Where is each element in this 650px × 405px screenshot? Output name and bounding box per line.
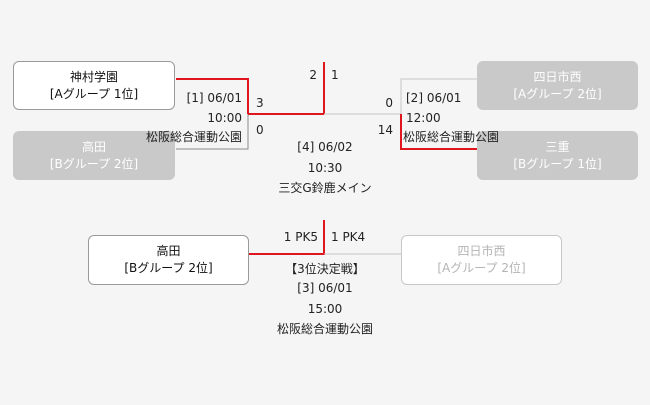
team-name: 神村学園 [69, 69, 118, 84]
team-box-top-right[interactable]: 四日市西 [Aグループ 2位] [477, 61, 638, 110]
team-name: 四日市西 [533, 69, 582, 84]
final-label: [4] 06/02 [297, 140, 353, 154]
semi1-venue: 松阪総合運動公園 [145, 130, 242, 144]
bracket-line-winner-semi2 [400, 114, 477, 150]
team-group: [Aグループ 2位] [513, 86, 602, 101]
team-box-top-left[interactable]: 神村学園 [Aグループ 1位] [13, 61, 175, 110]
bracket-line-semi2-upper [400, 78, 477, 114]
team-group: [Aグループ 2位] [437, 261, 526, 275]
team-name: 三重 [545, 139, 570, 154]
third-place-team-left[interactable]: 高田 [Bグループ 2位] [88, 235, 249, 285]
bracket-line-semi1-lower [176, 114, 249, 150]
third-place-label: [3] 06/01 [297, 281, 353, 295]
bracket-line-winner-semi1 [176, 78, 249, 114]
team-group: [Bグループ 2位] [49, 156, 139, 171]
team-group: [Aグループ 1位] [49, 86, 139, 101]
final-time: 10:30 [307, 161, 343, 175]
final-score-left: 2 [309, 68, 317, 82]
third-place-venue: 松阪総合運動公園 [276, 322, 373, 336]
team-name: 四日市西 [457, 244, 506, 258]
final-venue: 三交G鈴鹿メイン [278, 181, 372, 195]
third-place-score-left: 1 PK5 [283, 230, 318, 244]
semi2-time: 12:00 [406, 111, 441, 125]
team-group: [Bグループ 2位] [124, 261, 213, 275]
third-place-title: 【3位決定戦】 [285, 262, 365, 276]
third-place-team-right[interactable]: 四日市西 [Aグループ 2位] [401, 235, 562, 285]
team-name: 高田 [156, 244, 181, 258]
team-group: [Bグループ 1位] [513, 156, 602, 171]
third-place-time: 15:00 [307, 302, 343, 316]
semi1-time: 10:00 [207, 111, 242, 125]
team-name: 高田 [81, 139, 106, 154]
semi1-score-top: 3 [256, 96, 264, 110]
final-score-right: 1 [331, 68, 339, 82]
third-place-score-right: 1 PK4 [331, 230, 366, 244]
semi2-score-bottom: 14 [377, 123, 393, 137]
semi2-label: [2] 06/01 [406, 91, 462, 105]
semi2-score-top: 0 [385, 96, 393, 110]
semi1-score-bottom: 0 [256, 123, 264, 137]
team-box-bottom-right[interactable]: 三重 [Bグループ 1位] [477, 131, 638, 180]
semi1-label: [1] 06/01 [186, 91, 242, 105]
team-box-bottom-left[interactable]: 高田 [Bグループ 2位] [13, 131, 175, 180]
semi2-venue: 松阪総合運動公園 [403, 130, 500, 144]
